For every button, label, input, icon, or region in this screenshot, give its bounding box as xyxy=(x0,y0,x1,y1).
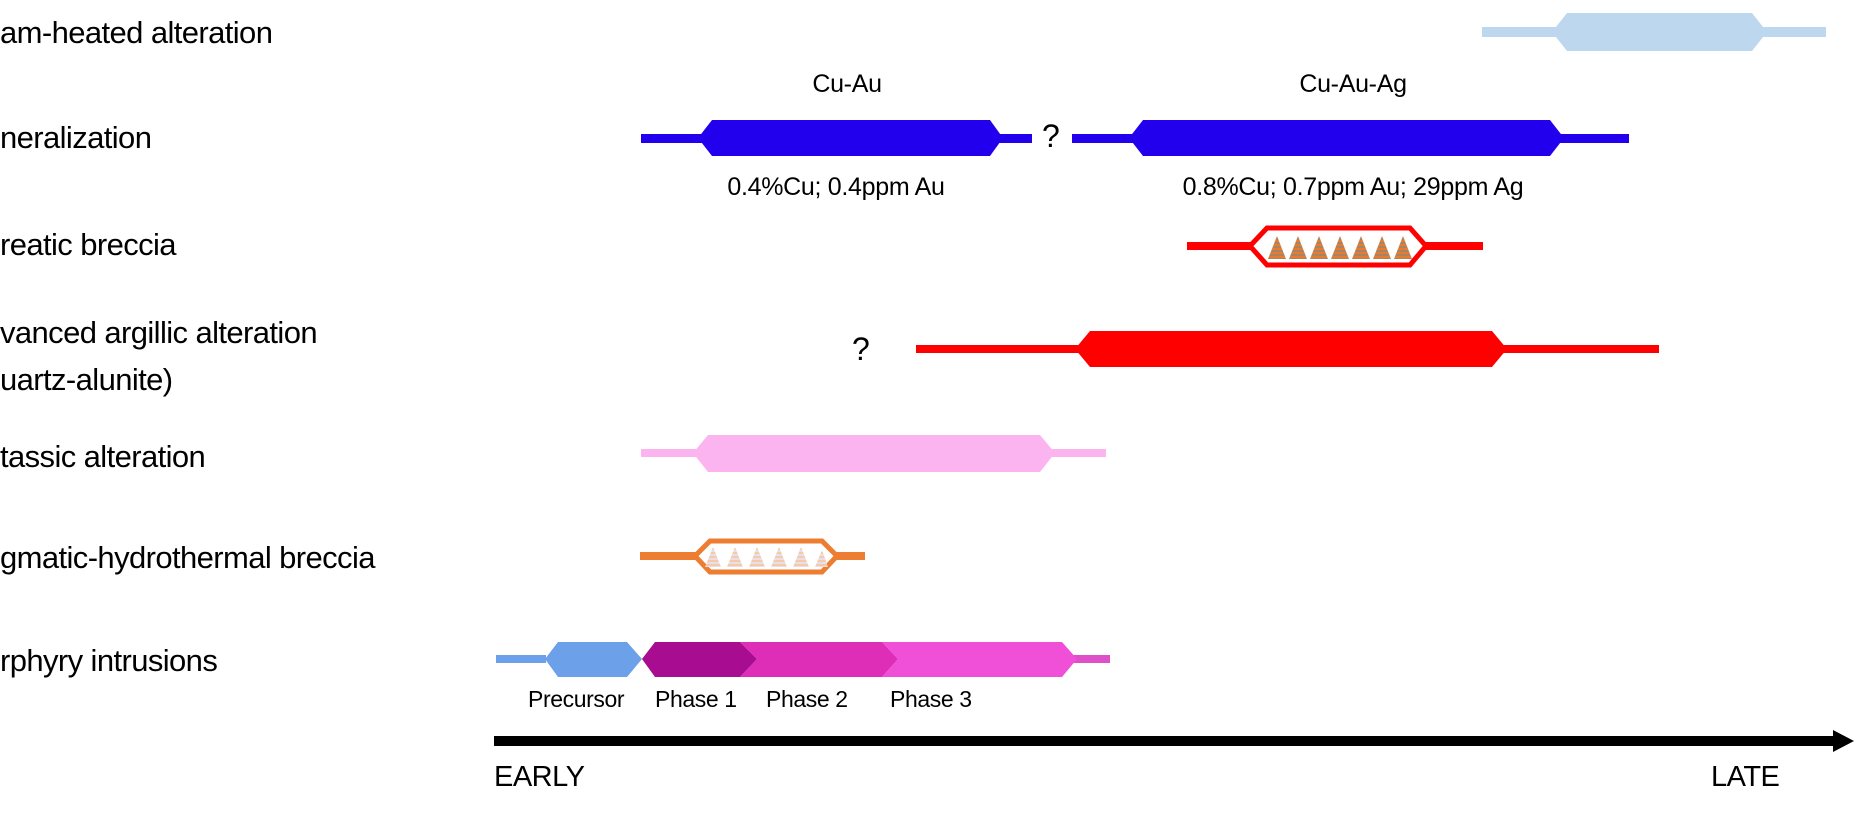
mineralization-stage1-name: Cu-Au xyxy=(812,70,882,98)
axis-label-late: LATE xyxy=(1711,761,1780,793)
advanced-argillic-bar xyxy=(916,331,1659,367)
row-label-argillic-line1: vanced argillic alteration xyxy=(0,315,318,350)
phase-label-phase2: Phase 2 xyxy=(766,686,848,712)
axis-label-early: EARLY xyxy=(494,761,585,793)
breccia-clast-pattern xyxy=(1268,236,1412,259)
row-label-magmatic-breccia: gmatic-hydrothermal breccia xyxy=(0,540,375,575)
mineralization-cu-au-ag-bar xyxy=(1072,120,1629,156)
phase-label-phase3: Phase 3 xyxy=(890,686,972,712)
phase1-segment xyxy=(642,642,757,677)
breccia-clast-pattern xyxy=(705,547,828,567)
phase2-segment xyxy=(740,642,898,677)
mineralization-uncertain-mark: ? xyxy=(1042,118,1060,154)
potassic-alteration-bar xyxy=(641,435,1106,472)
mineralization-stage2-name: Cu-Au-Ag xyxy=(1299,70,1407,98)
phase3-segment xyxy=(882,642,1077,677)
row-label-potassic: tassic alteration xyxy=(0,439,206,474)
mineralization-cu-au-bar xyxy=(641,120,1032,156)
time-axis-arrow xyxy=(494,730,1854,752)
mineralization-stage1-grade: 0.4%Cu; 0.4ppm Au xyxy=(727,173,945,201)
row-label-mineralization: neralization xyxy=(0,120,152,155)
phase-label-phase1: Phase 1 xyxy=(655,686,737,712)
mineralization-stage2-grade: 0.8%Cu; 0.7ppm Au; 29ppm Ag xyxy=(1182,173,1524,201)
row-label-porphyry: rphyry intrusions xyxy=(0,643,218,678)
row-label-argillic-line2: uartz-alunite) xyxy=(0,362,173,397)
argillic-uncertain-mark: ? xyxy=(852,331,870,367)
precursor-segment xyxy=(545,642,642,677)
row-label-steam-heated: am-heated alteration xyxy=(0,15,273,50)
phreatic-breccia-bar xyxy=(1187,225,1483,268)
magmatic-breccia-bar xyxy=(640,538,865,575)
porphyry-intrusions-bar xyxy=(496,642,1110,677)
row-label-phreatic-breccia: reatic breccia xyxy=(0,227,177,262)
steam-heated-bar xyxy=(1482,13,1826,51)
phase-label-precursor: Precursor xyxy=(528,686,625,712)
